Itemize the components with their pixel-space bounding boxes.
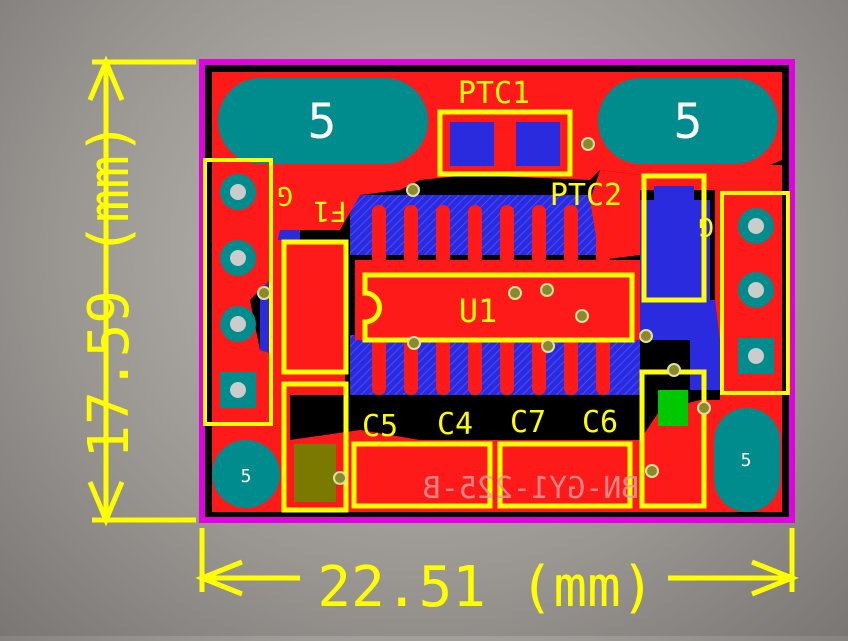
mounting-hole-top-right [598, 78, 778, 164]
width-dimension-label: 22.51 (mm) [317, 555, 654, 620]
hole-label-bottom-right: 5 [741, 450, 752, 471]
ptc2-footprint [641, 173, 707, 303]
ptc1-label: PTC1 [458, 76, 530, 111]
u1-pins-top [372, 205, 610, 265]
f1-label: F1 [313, 195, 347, 228]
c5-label: C5 [362, 409, 398, 444]
vias [257, 137, 711, 485]
width-dimension [195, 528, 799, 597]
left-connector-g-label: G [277, 180, 293, 210]
c6-label: C6 [582, 405, 618, 440]
green-pad [658, 390, 688, 426]
mounting-hole-top-left [218, 78, 428, 164]
height-dimension [87, 55, 196, 527]
hole-label-bottom-left: 5 [241, 466, 252, 487]
hole-label-top-left: 5 [308, 94, 337, 150]
mounting-hole-bottom-right [714, 408, 780, 512]
ptc2-label: PTC2 [550, 178, 622, 213]
lower-left-footprint [281, 381, 349, 513]
height-dimension-label: 17.59 (mm) [77, 121, 142, 458]
u1-pins-bottom [372, 335, 610, 395]
u1-body [362, 272, 635, 343]
c4-label: C4 [437, 407, 473, 442]
board-id-label: BN-GY1-225-B [423, 471, 640, 506]
hole-label-top-right: 5 [674, 94, 703, 150]
mounting-hole-bottom-left [212, 440, 280, 508]
ptc1-footprint [437, 109, 573, 177]
f1-footprint [281, 239, 349, 375]
c7-label: C7 [510, 405, 546, 440]
right-connector [720, 191, 790, 395]
left-connector [203, 158, 273, 426]
u1-label: U1 [459, 292, 498, 330]
